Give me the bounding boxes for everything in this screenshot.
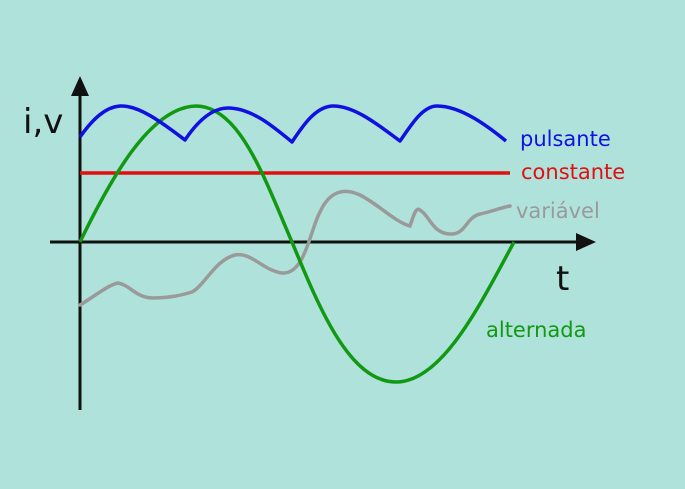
curve-variavel [78,189,512,307]
y-axis-arrow [71,76,89,96]
label-pulsante: pulsante [520,127,611,151]
x-axis-arrow [576,233,596,251]
label-constante: constante [521,160,625,184]
curve-alternada [78,104,516,384]
label-alternada: alternada [486,318,587,342]
label-variavel: variável [516,199,600,223]
x-axis-label: t [556,259,569,299]
axes [50,76,596,410]
y-axis-label: i,v [23,102,63,142]
curve-pulsante [78,104,508,144]
